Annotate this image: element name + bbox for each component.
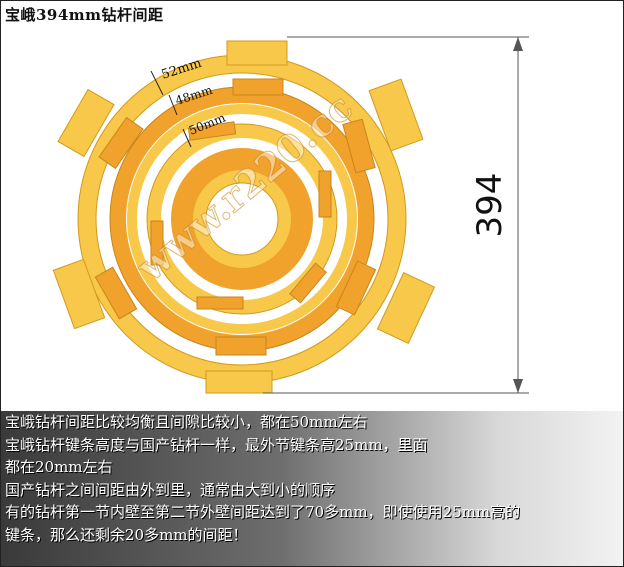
gap-markers — [150, 70, 192, 148]
drill-rod-cross-section-diagram: 52mm 48mm 50mm www.r220.cc 394 — [52, 36, 529, 394]
third-key-left — [150, 220, 164, 266]
gap-marker-48 — [168, 94, 178, 116]
third-key-bottom — [196, 296, 244, 310]
dimension-line — [263, 36, 529, 394]
ring-third-outline — [146, 123, 338, 315]
second-key-bottom — [215, 336, 267, 356]
second-keys — [94, 78, 377, 356]
gap-marker-52 — [150, 70, 164, 96]
ring-outer-inner-outline — [95, 72, 389, 366]
outer-key-upper-left — [57, 88, 115, 158]
dimension-arrow-top — [513, 37, 523, 51]
dimension-label: 394 — [470, 173, 510, 238]
caption-line-4: 国产钻杆之间间距由外到里，通常由大到小的顺序 — [5, 480, 336, 499]
caption-line-6: 键条，那么还剩余20多mm的间距！ — [5, 525, 248, 544]
caption-panel: 宝峨钻杆间距比较均衡且间隙比较小，都在50mm左右 宝峨钻杆键条高度与国产钻杆一… — [1, 411, 623, 566]
second-key-right — [342, 118, 376, 174]
second-key-bottom-right — [335, 260, 377, 316]
page-title: 宝峨394mm钻杆间距 — [5, 6, 164, 24]
third-key-right — [318, 170, 332, 218]
outer-key-top — [226, 40, 288, 66]
third-key-top — [187, 121, 237, 141]
second-key-left — [94, 266, 138, 320]
dimension-arrow-bottom — [513, 379, 523, 393]
outer-key-left — [52, 258, 106, 330]
second-key-upper-left — [98, 116, 144, 170]
caption-line-3: 都在20mm左右 — [5, 458, 113, 476]
outer-keys — [52, 40, 436, 394]
caption-line-5: 有的钻杆第一节内壁至第二节外壁间距达到了70多mm，即使使用25mm高的 — [5, 503, 521, 521]
caption-line-2: 宝峨钻杆键条高度与国产钻杆一样，最外节键条高25mm，里面 — [5, 435, 428, 454]
outer-key-bottom — [205, 370, 273, 394]
third-key-bottom-right — [289, 262, 327, 304]
caption-line-1: 宝峨钻杆间距比较均衡且间隙比较小，都在50mm左右 — [5, 413, 368, 431]
third-keys — [150, 121, 332, 310]
ring-inner-core — [205, 182, 279, 256]
outer-key-right — [368, 78, 424, 152]
second-key-top — [232, 78, 284, 96]
outer-key-bottom-right — [376, 272, 436, 344]
ring-second-inner — [127, 104, 357, 334]
gap-marker-50 — [182, 128, 192, 148]
